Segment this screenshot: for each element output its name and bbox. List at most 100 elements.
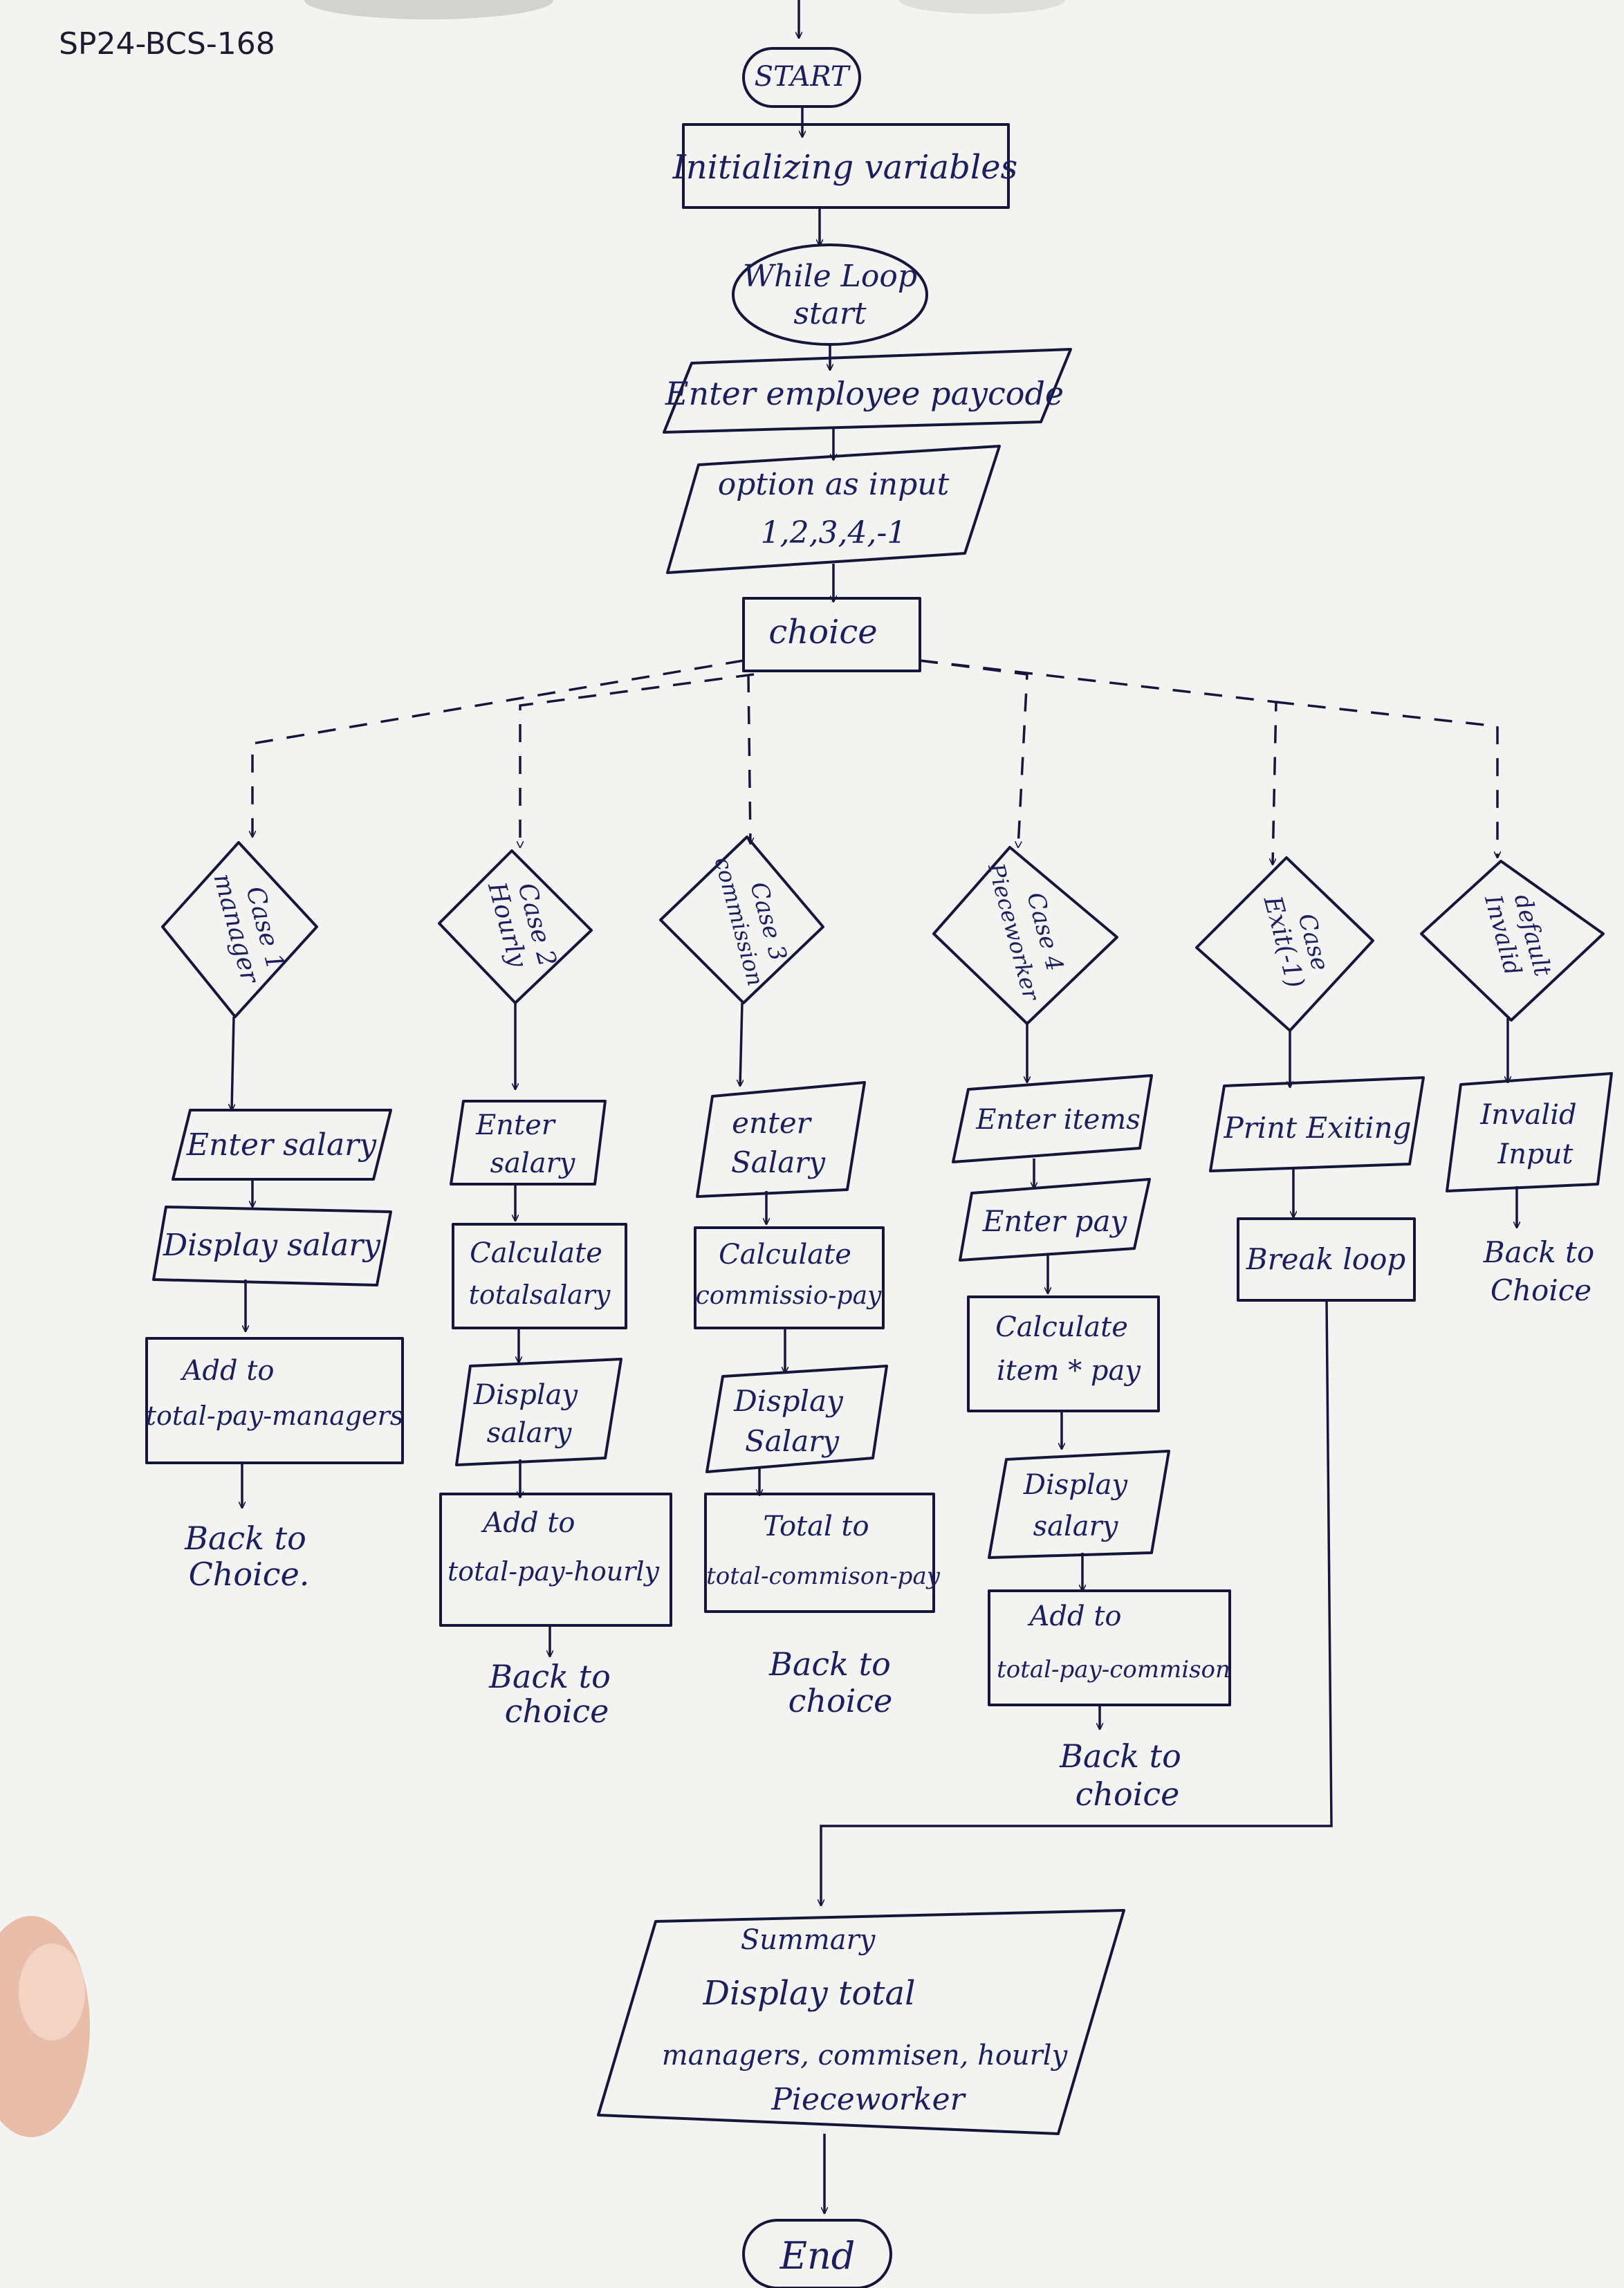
- case-exit-step-2: Break loop: [1246, 1242, 1406, 1276]
- option-label-2: 1,2,3,4,-1: [761, 515, 907, 551]
- start-label: START: [755, 61, 851, 93]
- case-3-step-4b: total-commison-pay: [706, 1562, 941, 1590]
- case-3-calc-commission: Calculate commissio-pay: [694, 1226, 885, 1329]
- case-3-back-1: Back to: [768, 1645, 891, 1683]
- while-loop-node: While Loop start: [732, 243, 928, 346]
- case-1-step-3a: Add to: [180, 1355, 275, 1387]
- case-3-step-2a: Calculate: [719, 1239, 851, 1271]
- case-2-step-4b: total-pay-hourly: [447, 1556, 659, 1587]
- branch-connectors: [252, 659, 1497, 865]
- case-2-hourly: Case 2 Hourly Enter salary Calculate tot…: [438, 849, 672, 1730]
- case-1-step-2: Display salary: [163, 1228, 381, 1263]
- case-3-step-4a: Total to: [763, 1511, 869, 1542]
- case-4-pieceworker: Case 4 Pieceworker Enter items Enter pay…: [932, 846, 1231, 1813]
- case-4-step-5a: Add to: [1027, 1600, 1122, 1632]
- case-2-add-total: Add to total-pay-hourly: [439, 1493, 672, 1627]
- case-2-calc-total: Calculate totalsalary: [452, 1223, 627, 1329]
- case-2-step-1a: Enter: [475, 1109, 557, 1141]
- case-2-enter-salary: Enter salary: [450, 1100, 607, 1185]
- case-default-step-1b: Input: [1497, 1138, 1574, 1170]
- case-4-decision: Case 4 Pieceworker: [932, 846, 1118, 1025]
- case-2-step-1b: salary: [490, 1147, 576, 1179]
- case-2-step-2a: Calculate: [470, 1237, 602, 1269]
- case-4-calc-pay: Calculate item * pay: [967, 1295, 1160, 1412]
- case-exit: Case Exit(-1) Print Exiting Break loop: [821, 856, 1425, 1906]
- case-default-back-1: Back to: [1483, 1235, 1594, 1269]
- summary-line-2: Display total: [703, 1974, 916, 2013]
- loop-label-1: While Loop: [743, 259, 917, 294]
- case-1-back-1: Back to: [184, 1520, 306, 1557]
- case-3-step-3b: Salary: [745, 1424, 840, 1458]
- case-4-step-1: Enter items: [975, 1104, 1141, 1136]
- case-default-invalid-input: Invalid Input: [1446, 1072, 1613, 1192]
- choice-label: choice: [768, 613, 877, 652]
- case-3-decision: Case 3 commission: [659, 836, 824, 1004]
- end-label: End: [779, 2234, 856, 2278]
- case-4-step-3b: item * pay: [997, 1355, 1141, 1387]
- summary-line-1: Summary: [741, 1924, 876, 1956]
- case-2-display-salary: Display salary: [455, 1358, 622, 1466]
- case-3-step-1a: enter: [732, 1106, 813, 1140]
- case-3-back-2: choice: [788, 1682, 893, 1719]
- start-terminator: START: [742, 47, 861, 108]
- choice-process: choice: [742, 597, 921, 672]
- case-4-enter-pay: Enter pay: [959, 1178, 1151, 1262]
- case-4-display-salary: Display salary: [988, 1450, 1170, 1559]
- case-3-step-1b: Salary: [731, 1145, 826, 1179]
- option-input: option as input 1,2,3,4,-1: [666, 445, 1001, 574]
- option-label-1: option as input: [718, 467, 950, 502]
- case-4-step-4a: Display: [1023, 1469, 1129, 1501]
- init-label: Initializing variables: [672, 148, 1018, 187]
- case-3-step-2b: commissio-pay: [696, 1282, 882, 1310]
- case-exit-decision: Case Exit(-1): [1195, 856, 1374, 1032]
- case-3-add-total: Total to total-commison-pay: [704, 1493, 941, 1613]
- case-default: default Invalid Invalid Input Back to Ch…: [1420, 860, 1613, 1307]
- case-1-display-salary: Display salary: [152, 1206, 392, 1286]
- case-2-step-2b: totalsalary: [469, 1280, 611, 1310]
- end-terminator: End: [742, 2219, 892, 2288]
- case-1-back-2: Choice.: [189, 1556, 310, 1593]
- shadow-top-right: [899, 0, 1065, 14]
- case-exit-break: Break loop: [1237, 1217, 1416, 1302]
- init-process: Initializing variables: [672, 123, 1018, 209]
- paycode-label: Enter employee paycode: [665, 375, 1064, 412]
- finger-nail: [19, 1944, 85, 2040]
- case-1-decision: Case 1 manager: [161, 841, 318, 1018]
- case-1-enter-salary: Enter salary: [172, 1109, 392, 1181]
- case-4-step-5b: total-pay-commison: [997, 1656, 1230, 1683]
- case-4-step-4b: salary: [1033, 1511, 1119, 1542]
- case-2-step-3b: salary: [487, 1417, 573, 1449]
- case-default-decision: default Invalid: [1420, 860, 1605, 1022]
- shadow-top-left: [304, 0, 553, 19]
- summary-output: Summary Display total managers, commisen…: [597, 1909, 1125, 2135]
- loop-label-2: start: [793, 296, 867, 331]
- case-4-back-1: Back to: [1059, 1737, 1181, 1775]
- case-exit-print: Print Exiting: [1209, 1076, 1425, 1172]
- case-1-step-3b: total-pay-managers: [146, 1401, 404, 1431]
- summary-line-3: managers, commisen, hourly: [662, 2040, 1069, 2072]
- case-default-step-1a: Invalid: [1479, 1099, 1576, 1131]
- student-id: SP24-BCS-168: [59, 26, 275, 62]
- case-3-commission: Case 3 commission enter Salary Calculate…: [659, 836, 941, 1719]
- case-exit-step-1: Print Exiting: [1223, 1111, 1411, 1145]
- case-2-step-4a: Add to: [481, 1507, 575, 1539]
- case-4-back-2: choice: [1076, 1775, 1180, 1813]
- summary-line-4: Pieceworker: [771, 2082, 966, 2117]
- case-4-enter-items: Enter items: [952, 1074, 1153, 1163]
- case-3-display-salary: Display Salary: [705, 1365, 888, 1473]
- case-4-step-2: Enter pay: [982, 1204, 1128, 1238]
- case-3-step-3a: Display: [733, 1384, 844, 1418]
- case-1-step-1: Enter salary: [186, 1127, 377, 1163]
- case-2-step-3a: Display: [473, 1379, 579, 1411]
- case-1-manager: Case 1 manager Enter salary Display sala…: [145, 841, 404, 1593]
- case-2-back-1: Back to: [488, 1658, 611, 1695]
- case-3-enter-salary: enter Salary: [696, 1081, 866, 1198]
- case-4-add-total: Add to total-pay-commison: [988, 1589, 1231, 1706]
- case-default-back-2: Choice: [1491, 1273, 1591, 1307]
- case-2-decision: Case 2 Hourly: [438, 849, 593, 1004]
- case-1-add-total: Add to total-pay-managers: [145, 1337, 404, 1464]
- case-4-step-3a: Calculate: [995, 1311, 1128, 1343]
- case-2-back-2: choice: [505, 1692, 609, 1730]
- enter-paycode-input: Enter employee paycode: [663, 348, 1072, 434]
